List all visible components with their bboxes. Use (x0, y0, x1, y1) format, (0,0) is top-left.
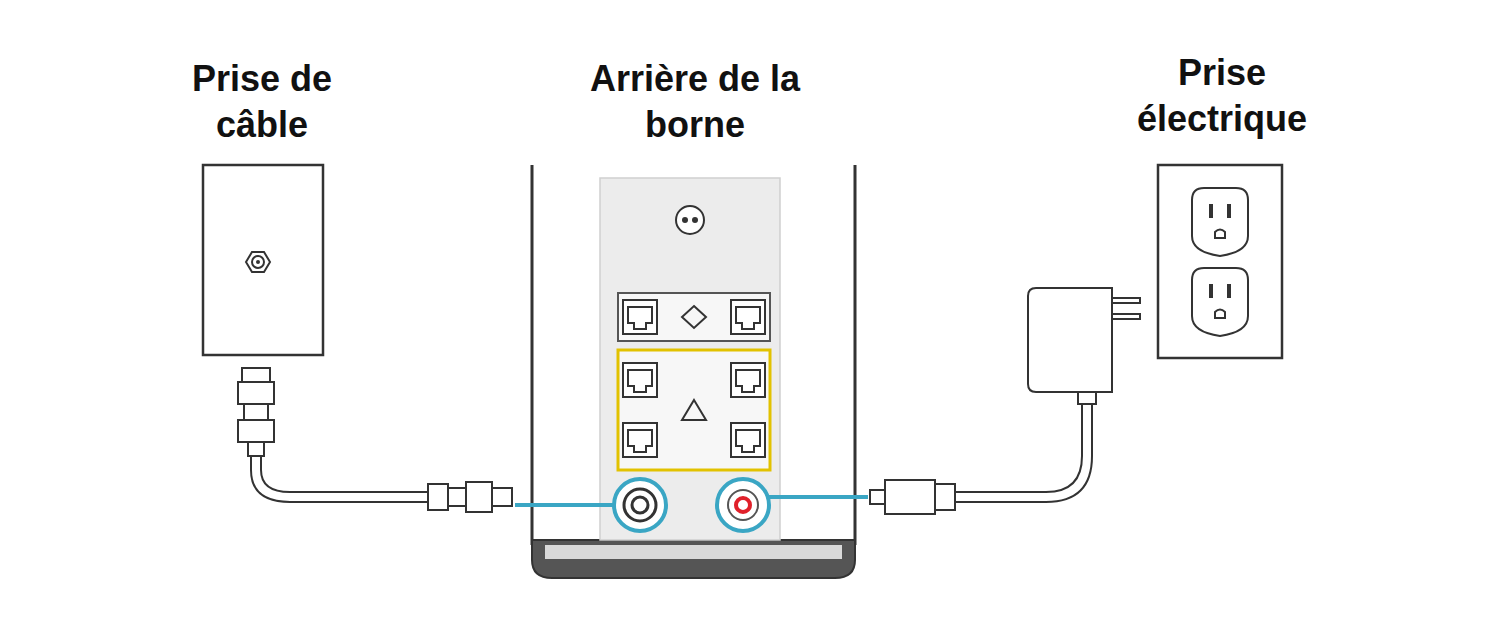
section-heading: Prise électrique (1107, 50, 1337, 142)
power-adapter (870, 288, 1140, 514)
section-heading: Prise de câble (157, 56, 367, 148)
section-heading: Arrière de la borne (560, 56, 830, 148)
coax-cable (238, 368, 512, 512)
highlight-line (769, 495, 868, 499)
cable-wall-plate (203, 165, 323, 355)
router-rear (532, 165, 855, 578)
highlight-line (515, 503, 614, 507)
electrical-outlet (1158, 165, 1282, 358)
